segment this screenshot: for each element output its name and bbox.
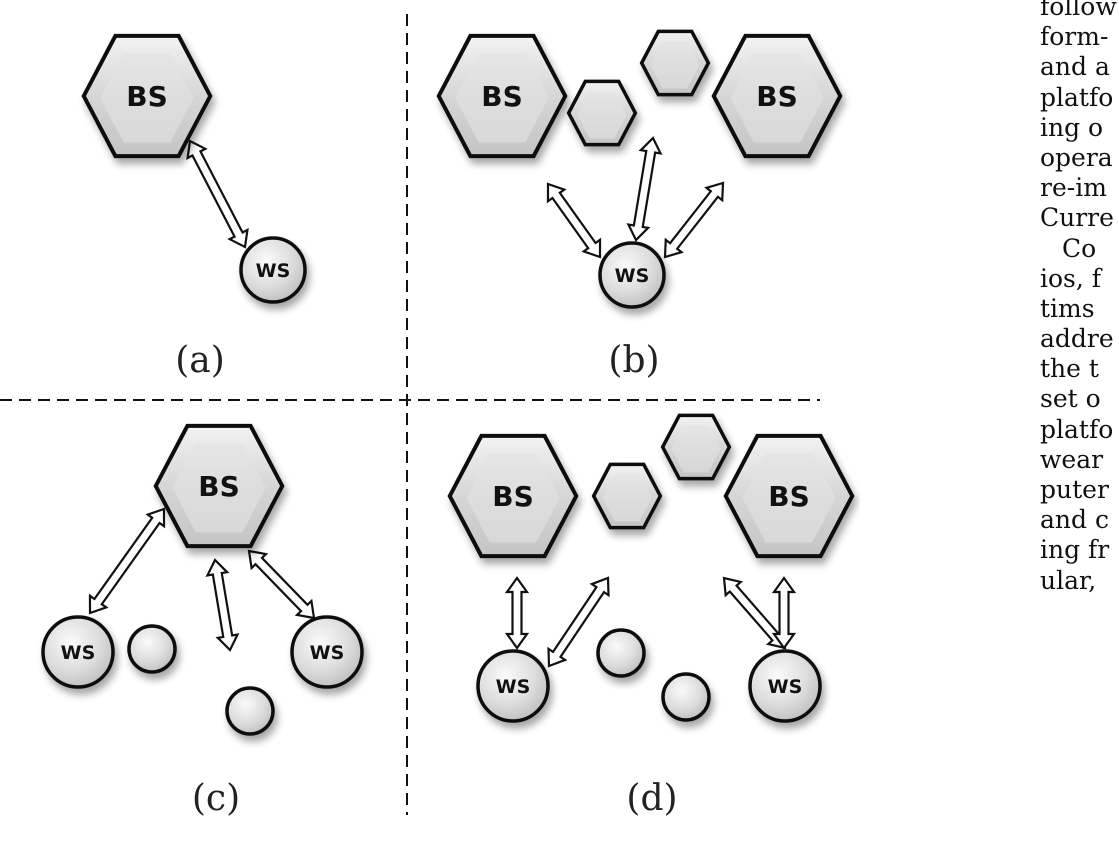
link-arrow-icon — [88, 507, 166, 615]
wearable-sensor-label: WS — [768, 676, 803, 698]
link-arrow-icon — [546, 182, 602, 259]
body-text-line: ular, — [1040, 565, 1097, 595]
wearable-sensor-node — [239, 236, 307, 304]
small-base-station-node — [660, 413, 732, 481]
small-wearable-sensor-node — [661, 672, 711, 722]
small-base-station-node — [639, 29, 711, 97]
circle-icon — [290, 615, 364, 689]
base-station-node — [153, 423, 285, 549]
small-base-station-node — [591, 462, 663, 530]
body-text-line: ing o — [1040, 112, 1104, 142]
base-station-label: BS — [756, 80, 798, 113]
body-text-line: platfo — [1040, 414, 1114, 444]
base-station-label: BS — [198, 470, 240, 503]
circle-icon — [127, 624, 177, 674]
small-wearable-sensor-node — [127, 624, 177, 674]
wearable-sensor-label: WS — [256, 260, 291, 282]
body-text-line: the t — [1040, 354, 1099, 384]
hexagon-bevel — [742, 453, 836, 543]
body-text-line: platfo — [1040, 82, 1114, 112]
base-station-node — [723, 433, 855, 559]
base-station-label: BS — [126, 80, 168, 113]
body-text-line: and c — [1040, 505, 1109, 535]
figure: BS WS BS BS WS BS WS WS BS BS WS WS (a) (b) (c) (d) — [0, 14, 855, 819]
body-text-line: Curre — [1040, 203, 1114, 233]
hexagon-bevel — [730, 53, 824, 143]
body-text-line: follow — [1040, 0, 1117, 21]
link-arrow-icon — [771, 576, 797, 650]
wearable-sensor-node — [290, 615, 364, 689]
body-text-line: ing fr — [1040, 535, 1110, 565]
link-arrow-icon — [247, 549, 316, 620]
hexagon-bevel — [602, 474, 652, 522]
hexagon-bevel — [466, 453, 560, 543]
nodes-layer: BS WS BS BS WS BS WS WS BS BS WS WS — [41, 29, 855, 736]
panel-label-a: (a) — [175, 340, 225, 381]
hexagon-bevel — [650, 41, 700, 89]
base-station-label: BS — [481, 80, 523, 113]
body-text-line: re-im — [1040, 173, 1107, 203]
small-wearable-sensor-node — [225, 686, 275, 736]
link-arrow-icon — [626, 136, 663, 242]
wearable-sensor-label: WS — [310, 642, 345, 664]
panel-label-c: (c) — [192, 778, 240, 819]
base-station-node — [447, 433, 579, 559]
panel-label-d: (d) — [626, 778, 677, 819]
link-arrow-icon — [663, 181, 725, 259]
body-text-line: and a — [1040, 52, 1110, 82]
body-text-line: addre — [1040, 324, 1114, 354]
base-station-node — [81, 33, 213, 159]
hexagon-bevel — [455, 53, 549, 143]
circle-icon — [41, 615, 115, 689]
hexagon-bevel — [671, 425, 721, 473]
body-text-line: Co — [1062, 233, 1097, 263]
wearable-sensor-node — [598, 241, 666, 309]
base-station-label: BS — [492, 480, 534, 513]
body-text-line: ios, f — [1040, 263, 1102, 293]
body-text-line: puter — [1040, 475, 1109, 504]
body-text-line: wear — [1040, 444, 1104, 474]
wearable-sensor-node — [476, 649, 550, 723]
body-text-line: tims — [1040, 293, 1095, 323]
circle-icon — [225, 686, 275, 736]
body-text-line: opera — [1040, 142, 1113, 172]
link-arrow-icon — [186, 139, 249, 249]
panel-label-b: (b) — [608, 340, 659, 381]
link-arrow-icon — [205, 558, 240, 652]
body-text-column: follow form- and a platfo ing o opera re… — [1040, 0, 1119, 596]
base-station-node — [711, 33, 843, 159]
link-arrow-icon — [504, 576, 530, 650]
wearable-sensor-node — [41, 615, 115, 689]
hexagon-bevel — [100, 53, 194, 143]
circle-icon — [239, 236, 307, 304]
hexagon-bevel — [577, 91, 627, 139]
wearable-sensor-label: WS — [615, 265, 650, 287]
figure-canvas: BS WS BS BS WS BS WS WS BS BS WS WS (a) (b) (c) (d) — [0, 14, 855, 819]
hexagon-bevel — [172, 443, 266, 533]
wearable-sensor-label: WS — [61, 642, 96, 664]
circle-icon — [476, 649, 550, 723]
circle-icon — [661, 672, 711, 722]
circle-icon — [596, 628, 646, 678]
wearable-sensor-node — [748, 649, 822, 723]
body-text-line: form- — [1040, 22, 1109, 52]
circle-icon — [748, 649, 822, 723]
base-station-node — [436, 33, 568, 159]
body-text-line: set o — [1040, 384, 1101, 414]
wearable-sensor-label: WS — [496, 676, 531, 698]
small-base-station-node — [566, 79, 638, 147]
base-station-label: BS — [768, 480, 810, 513]
small-wearable-sensor-node — [596, 628, 646, 678]
circle-icon — [598, 241, 666, 309]
link-arrow-icon — [547, 576, 610, 668]
